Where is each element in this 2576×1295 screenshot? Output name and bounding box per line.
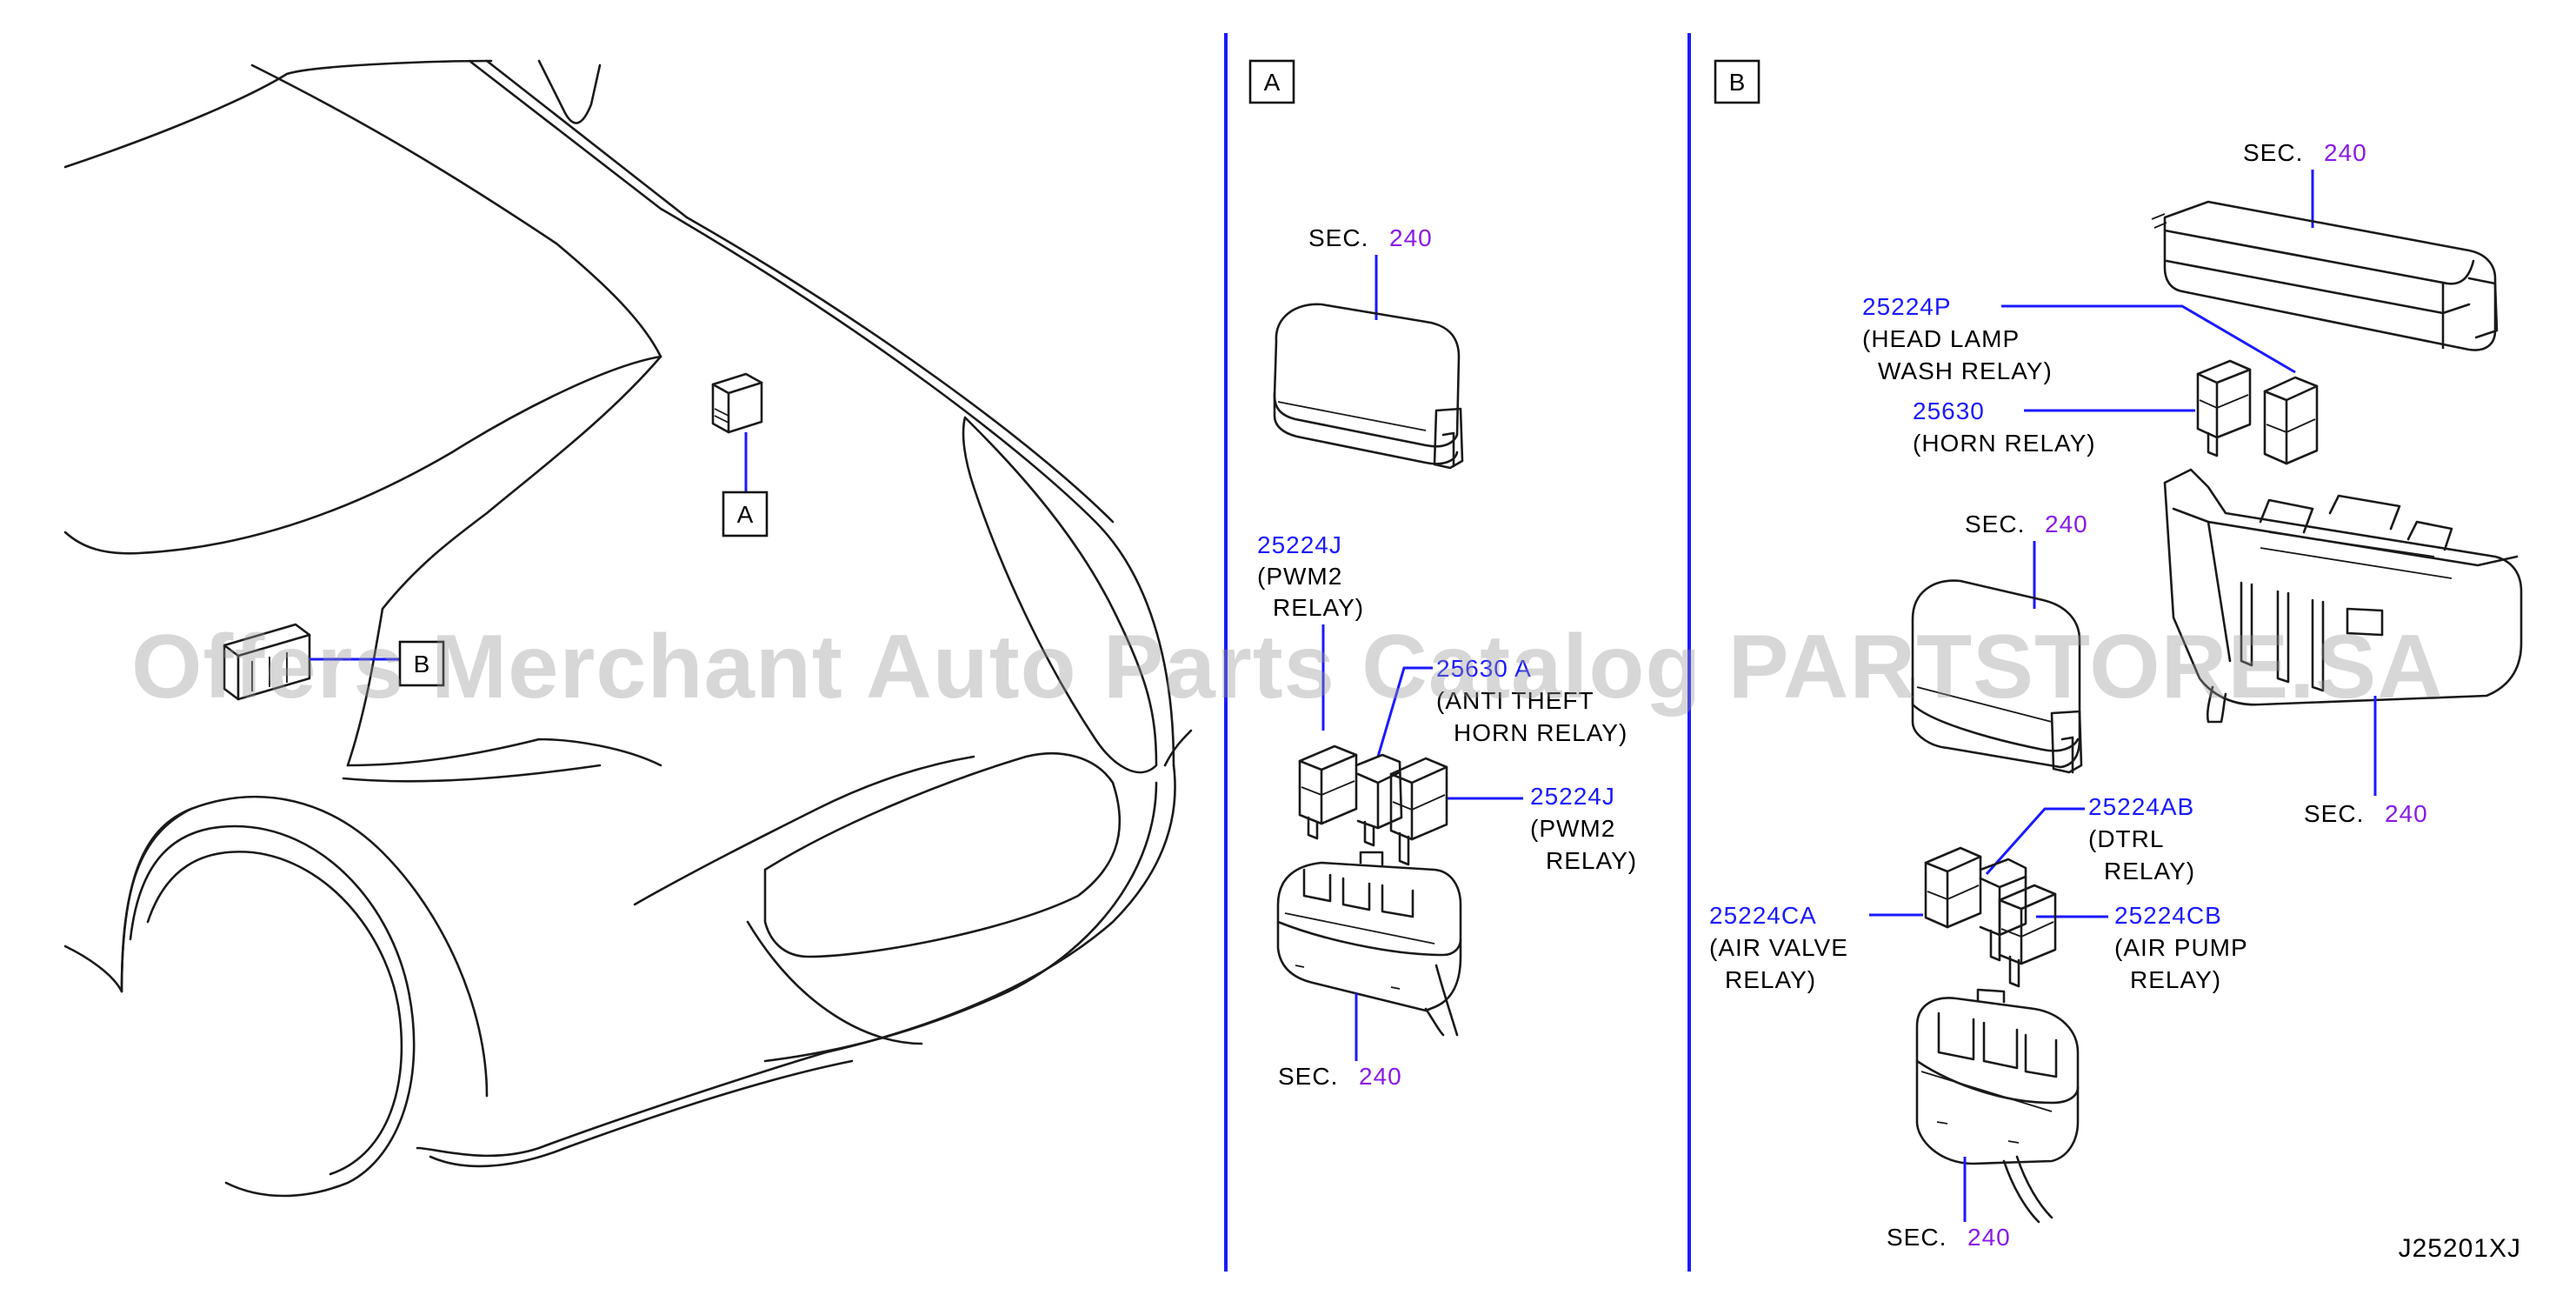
panel-a: A SEC. 240 25224J (PWM2 RELAY) 25630 A (…: [1248, 59, 1637, 1090]
panel-b-headlamp-part: 25224P: [1862, 293, 1952, 320]
panel-a-sec-bottom-prefix: SEC.: [1278, 1063, 1338, 1090]
callout-a-box: [722, 491, 769, 537]
panel-a-sec-bottom-num: 240: [1359, 1063, 1402, 1090]
panel-a-relay1-name2: RELAY): [1273, 594, 1364, 621]
panel-a-relay1-part: 25224J: [1257, 531, 1342, 558]
panel-a-relay2-name2: HORN RELAY): [1454, 719, 1627, 746]
panel-b-fuse-box-bottom: [1915, 988, 2080, 1224]
callout-b-label: B: [414, 651, 430, 678]
panel-b-airvalve-name2: RELAY): [1725, 966, 1816, 993]
panel-b-airpump-name2: RELAY): [2130, 966, 2221, 993]
panel-b-horn-part: 25630: [1913, 397, 1985, 424]
panel-b-dtrl-name2: RELAY): [2104, 858, 2195, 884]
panel-b-sec4-num: 240: [1967, 1224, 2011, 1251]
panel-a-fuse-box: [1276, 851, 1462, 1037]
panel-b-sec2-num: 240: [2045, 511, 2088, 537]
panel-a-relay1-name1: (PWM2: [1257, 563, 1342, 590]
car-component-b: B: [223, 623, 445, 701]
panel-b-fuse-box-right: [2163, 468, 2523, 724]
panel-a-sec-top-prefix: SEC.: [1308, 224, 1368, 251]
panel-b-headlamp-leader: [2001, 304, 2296, 374]
callout-b-box: [398, 640, 445, 687]
panel-b-sec3-num: 240: [2385, 800, 2428, 827]
car-outline: A B: [63, 59, 1193, 1198]
panel-b-airpump-name1: (AIR PUMP: [2114, 934, 2248, 961]
panel-b-airpump-part: 25224CB: [2114, 902, 2222, 929]
car-component-a: A: [711, 372, 769, 537]
panel-a-tag: A: [1264, 69, 1281, 96]
panel-b-sec1-prefix: SEC.: [2243, 139, 2303, 166]
panel-b-relays-top: [2196, 359, 2319, 465]
panel-b-dtrl-part: 25224AB: [2088, 793, 2194, 820]
panel-a-relay3-part: 25224J: [1530, 783, 1615, 810]
panel-b-tag: B: [1729, 69, 1746, 96]
panel-b-dtrl-name1: (DTRL: [2088, 825, 2164, 852]
panel-b-horn-name1: (HORN RELAY): [1913, 430, 2096, 457]
panel-b-headlamp-name1: (HEAD LAMP: [1862, 325, 2020, 352]
panel-a-relay2-name1: (ANTI THEFT: [1436, 687, 1594, 714]
panel-b-cover: [1911, 579, 2083, 774]
panel-b-dtrl-leader: [1985, 807, 2085, 875]
panel-a-cover: [1273, 303, 1464, 470]
panel-b-headlamp-name2: WASH RELAY): [1878, 357, 2053, 384]
panel-b-top-module: [2151, 200, 2499, 351]
panel-b-tag-box: [1714, 59, 1761, 104]
panel-b-relays-bottom: [1924, 846, 2057, 988]
panel-a-relay2-leader: [1376, 666, 1433, 758]
panel-b-sec1-num: 240: [2324, 139, 2367, 166]
panel-a-relay3-name2: RELAY): [1546, 847, 1637, 874]
panel-a-relay3-name1: (PWM2: [1530, 815, 1615, 842]
panel-a-tag-box: [1248, 59, 1295, 104]
callout-a-label: A: [737, 501, 754, 528]
watermark: Offers Merchant Auto Parts Catalog PARTS…: [131, 617, 2444, 718]
panel-a-sec-top-num: 240: [1389, 224, 1433, 251]
panel-b-airvalve-name1: (AIR VALVE: [1709, 934, 1848, 961]
panel-b-sec2-prefix: SEC.: [1965, 511, 2025, 537]
panel-a-relays: [1298, 744, 1448, 866]
panel-b-sec3-prefix: SEC.: [2304, 800, 2364, 827]
panel-b-sec4-prefix: SEC.: [1887, 1224, 1947, 1251]
drawing-code: J25201XJ: [2399, 1234, 2521, 1263]
panel-a-relay2-part: 25630 A: [1436, 655, 1532, 682]
panel-b-airvalve-part: 25224CA: [1709, 902, 1817, 929]
panel-b: B SEC. 240 25224P (HEAD LAMP WASH RELAY)…: [1709, 59, 2523, 1251]
